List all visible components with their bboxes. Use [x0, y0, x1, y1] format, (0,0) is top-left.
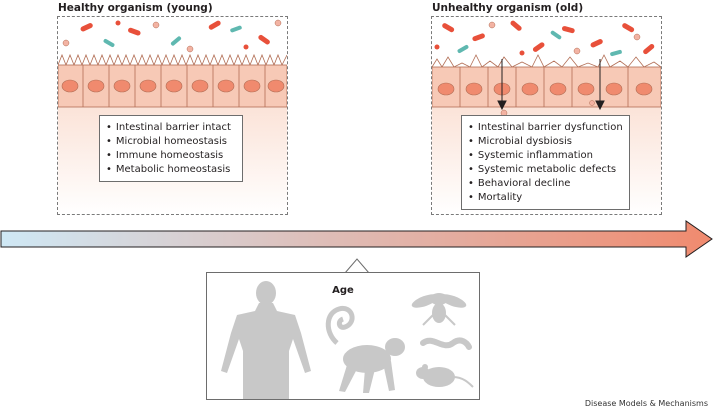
mouse-icon	[416, 364, 474, 388]
list-item: Systemic inflammation	[468, 149, 623, 163]
unhealthy-title: Unhealthy organism (old)	[432, 2, 584, 14]
bacteria	[62, 19, 282, 53]
list-item: Microbial dysbiosis	[468, 135, 623, 149]
list-item: Mortality	[468, 191, 623, 205]
list-item: Intestinal barrier intact	[106, 121, 236, 135]
healthy-title: Healthy organism (young)	[58, 2, 213, 14]
monkey-icon	[325, 305, 405, 393]
list-item: Behavioral decline	[468, 177, 623, 191]
worm-icon	[420, 337, 472, 350]
list-item: Intestinal barrier dysfunction	[468, 121, 623, 135]
age-label: Age	[332, 285, 354, 296]
unhealthy-bullet-box: Intestinal barrier dysfunction Microbial…	[461, 115, 630, 210]
healthy-bullet-box: Intestinal barrier intact Microbial home…	[99, 115, 243, 182]
list-item: Systemic metabolic defects	[468, 163, 623, 177]
healthy-panel: Intestinal barrier intact Microbial home…	[57, 16, 288, 215]
fly-icon	[411, 293, 467, 326]
journal-credit: Disease Models & Mechanisms	[584, 399, 708, 408]
list-item: Metabolic homeostasis	[106, 163, 236, 177]
organism-silhouettes	[221, 281, 474, 399]
age-pointer	[344, 258, 370, 274]
list-item: Microbial homeostasis	[106, 135, 236, 149]
bacteria	[434, 20, 655, 57]
age-timeline-arrow	[0, 220, 713, 258]
list-item: Immune homeostasis	[106, 149, 236, 163]
human-icon	[221, 281, 311, 399]
age-box: Age	[206, 272, 480, 400]
unhealthy-panel: Intestinal barrier dysfunction Microbial…	[431, 16, 662, 215]
